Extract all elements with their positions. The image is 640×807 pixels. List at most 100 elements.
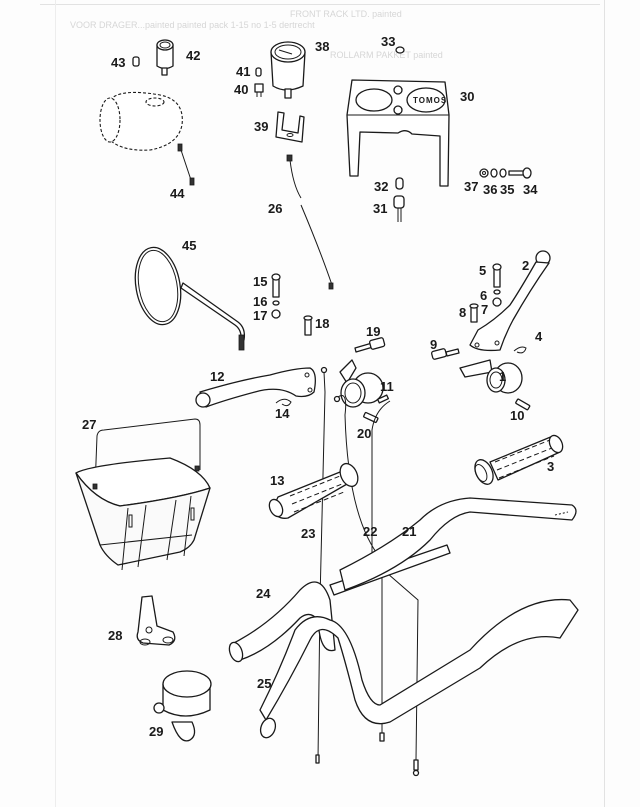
callout-15: 15 <box>253 274 267 289</box>
part-42-small-gauge <box>156 39 174 76</box>
part-32-bulb <box>395 177 404 190</box>
callout-32: 32 <box>374 179 388 194</box>
callout-38: 38 <box>315 39 329 54</box>
callout-6: 6 <box>480 288 487 303</box>
part-14-spring <box>275 398 292 407</box>
callout-9: 9 <box>430 337 437 352</box>
part-36-spring-washer <box>490 168 498 178</box>
callout-12: 12 <box>210 369 224 384</box>
part-5-bolt <box>492 263 502 288</box>
callout-10: 10 <box>510 408 524 423</box>
callout-37: 37 <box>464 179 478 194</box>
part-35-washer <box>499 168 507 178</box>
callout-33: 33 <box>381 34 395 49</box>
part-4-spring <box>513 346 527 354</box>
part-3-right-grip <box>474 434 564 485</box>
part-15-bolt <box>271 273 281 298</box>
part-26-speedometer-cable <box>286 154 334 290</box>
headlight-shell <box>99 91 183 151</box>
callout-18: 18 <box>315 316 329 331</box>
callout-4: 4 <box>535 329 543 344</box>
callout-19: 19 <box>366 324 380 339</box>
ghost-table-row: ROLLARM PAKKET painted <box>330 50 443 60</box>
ghost-table-row: FRONT RACK LTD. painted <box>290 9 402 19</box>
part-6-washer <box>493 289 501 295</box>
part-17-nut <box>271 309 281 319</box>
part-38-speedometer <box>270 41 306 99</box>
part-7-nut <box>492 297 502 307</box>
callout-40: 40 <box>234 82 248 97</box>
part-39-bracket <box>275 111 305 143</box>
part-41-bulb <box>255 67 262 77</box>
ghost-column-rule <box>55 0 56 807</box>
part-22-front-brake-cable <box>333 395 385 742</box>
callout-11: 11 <box>380 379 394 394</box>
callout-7: 7 <box>481 302 488 317</box>
part-1-throttle-housing <box>459 359 523 394</box>
callout-22: 22 <box>363 524 377 539</box>
callout-34: 34 <box>523 182 538 197</box>
part-13-left-grip <box>268 462 359 519</box>
callout-1: 1 <box>499 369 506 384</box>
ghost-column-rule <box>604 0 605 807</box>
callout-45: 45 <box>182 238 196 253</box>
part-33-indicator-lens <box>395 46 405 54</box>
callout-13: 13 <box>270 473 284 488</box>
callout-39: 39 <box>254 119 268 134</box>
callout-27: 27 <box>82 417 96 432</box>
part-11-lever-housing <box>339 359 384 408</box>
part-8-nipple <box>469 303 479 323</box>
part-43-bulb <box>132 56 140 67</box>
part-30-instrument-cover: TOMOS <box>346 79 450 187</box>
callout-31: 31 <box>373 201 387 216</box>
callout-14: 14 <box>275 406 290 421</box>
callout-41: 41 <box>236 64 250 79</box>
callout-17: 17 <box>253 308 267 323</box>
callout-3: 3 <box>547 459 554 474</box>
callout-30: 30 <box>460 89 474 104</box>
part-16-washer <box>272 300 280 306</box>
part-28-bell-bracket <box>136 595 176 646</box>
part-34-bolt <box>508 167 532 179</box>
part-24-handlebar-low <box>228 544 451 663</box>
callout-44: 44 <box>170 186 185 201</box>
part-40-socket <box>254 83 264 97</box>
part-23-rear-brake-cable <box>315 366 328 764</box>
part-9-adjuster <box>431 348 460 360</box>
callout-24: 24 <box>256 586 271 601</box>
callout-35: 35 <box>500 182 514 197</box>
part-44-wire-connector <box>177 143 195 186</box>
part-37-nut <box>479 168 489 178</box>
part-12-rear-brake-lever <box>195 367 316 408</box>
part-19-adjuster <box>354 337 386 353</box>
callout-26: 26 <box>268 201 282 216</box>
callout-8: 8 <box>459 305 466 320</box>
part-27-basket <box>75 418 211 571</box>
part-18-nipple <box>303 315 313 336</box>
part-31-socket <box>393 195 405 222</box>
tomos-logo: TOMOS <box>413 96 447 105</box>
part-21-throttle-cable <box>371 394 420 777</box>
part-29-bell <box>153 670 212 742</box>
callout-20: 20 <box>357 426 371 441</box>
ghost-table-row: VOOR DRAGER...painted painted pack 1-15 … <box>70 20 315 30</box>
callout-21: 21 <box>402 524 416 539</box>
part-10-screw <box>515 398 531 411</box>
part-2-front-brake-lever <box>469 250 551 352</box>
callout-2: 2 <box>522 258 529 273</box>
callout-42: 42 <box>186 48 200 63</box>
callout-25: 25 <box>257 676 271 691</box>
callout-29: 29 <box>149 724 163 739</box>
callout-43: 43 <box>111 55 125 70</box>
ghost-table-rule <box>40 4 600 5</box>
callout-16: 16 <box>253 294 267 309</box>
part-45-mirror <box>134 246 246 351</box>
callout-23: 23 <box>301 526 315 541</box>
part-25-handlebar-high <box>259 497 579 739</box>
callout-28: 28 <box>108 628 122 643</box>
callout-labels: 1 2 3 4 5 6 7 8 9 10 11 12 13 14 15 16 1… <box>82 34 554 739</box>
callout-36: 36 <box>483 182 497 197</box>
callout-5: 5 <box>479 263 486 278</box>
